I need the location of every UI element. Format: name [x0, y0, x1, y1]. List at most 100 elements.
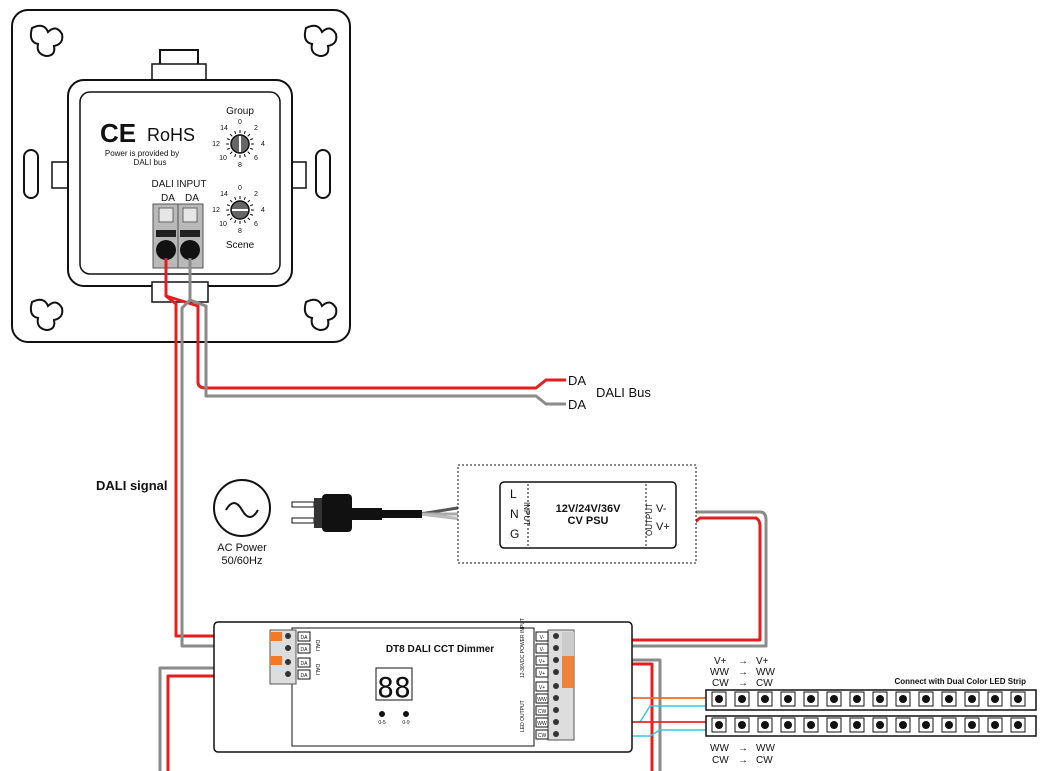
led-chip-dot: [876, 695, 884, 703]
map-src: CW: [712, 755, 729, 766]
psu-input-n: N: [510, 507, 519, 521]
map-src: WW: [710, 743, 729, 754]
psu-subtitle: CV PSU: [568, 515, 609, 527]
power-note-2: DALI bus: [134, 158, 167, 167]
led-chip-dot: [761, 721, 769, 729]
dial-label: 12: [212, 207, 220, 214]
led-chip-dot: [830, 721, 838, 729]
dial-tick: [243, 196, 246, 201]
led-chip-dot: [922, 721, 930, 729]
dial-label: 6: [254, 221, 258, 228]
dial-tick: [226, 147, 231, 150]
dali-terminal-label: DA: [301, 647, 309, 653]
bus-da-top: DA: [568, 373, 586, 388]
dial-label: 12: [212, 141, 220, 148]
dial-tick: [229, 217, 233, 221]
led-chip-dot: [853, 695, 861, 703]
psu-neg-wire: [572, 504, 768, 648]
segment-display: [375, 667, 413, 701]
dial-tick: [247, 151, 251, 155]
dial-label: 4: [261, 207, 265, 214]
wires: [158, 258, 768, 771]
psu-title: 12V/24V/36V: [556, 503, 621, 515]
group-label: Group: [226, 106, 254, 117]
dial-tick: [243, 130, 246, 135]
led-chip-dot: [991, 721, 999, 729]
dial-label: 2: [254, 125, 258, 132]
dial-tick: [243, 153, 246, 158]
map-arrow: →: [738, 678, 748, 689]
power-terminal-label: V+: [539, 671, 545, 677]
dial-tick: [249, 138, 254, 141]
led-chip-dot: [784, 721, 792, 729]
knob-1-label: 0-5: [378, 720, 385, 726]
dali-side-label: DALI: [314, 640, 320, 651]
led-chip-dot: [945, 695, 953, 703]
dial-label: 8: [238, 228, 242, 235]
led-chip-dot: [715, 721, 723, 729]
map-dst: WW: [756, 743, 775, 754]
address-knob-1: [379, 711, 385, 717]
dali-input-label: DALI INPUT: [151, 179, 206, 190]
dial-tick: [226, 213, 231, 216]
led-strip-label: Connect with Dual Color LED Strip: [894, 677, 1026, 686]
dimmer-title: DT8 DALI CCT Dimmer: [386, 644, 494, 655]
dial-tick: [243, 219, 246, 224]
led-chip-dot: [738, 721, 746, 729]
psu-output-pos: V+: [656, 521, 670, 533]
dial-tick: [247, 199, 251, 203]
sine-wave-icon: [225, 502, 259, 518]
map-arrow: →: [738, 755, 748, 766]
segment-display-digits: 88: [377, 671, 411, 704]
psu-input-label: INPUT: [522, 502, 531, 526]
map-dst: V+: [756, 656, 769, 667]
psu-input-g: G: [510, 527, 519, 541]
led-chip-dot: [968, 721, 976, 729]
terminal-label-da: DA: [161, 193, 175, 204]
ac-plug: [291, 494, 422, 532]
map-arrow: →: [738, 743, 748, 754]
power-input-label: 12-36VDC POWER INPUT: [520, 618, 526, 678]
map-dst: CW: [756, 755, 773, 766]
dial-tick: [247, 133, 251, 137]
output-terminal-label: CW: [538, 733, 547, 739]
psu-output-label: OUTPUT: [645, 503, 654, 536]
group-dial[interactable]: [226, 130, 254, 158]
dali-terminal-label: DA: [301, 635, 309, 641]
ce-mark: CE: [100, 118, 136, 148]
dali-terminal-label: DA: [301, 673, 309, 679]
bus-da-bottom: DA: [568, 397, 586, 412]
led-chip-dot: [899, 695, 907, 703]
mounting-hole: [23, 24, 338, 332]
map-src: WW: [710, 667, 729, 678]
dial-label: 6: [254, 155, 258, 162]
power-terminal-label: V-: [540, 635, 545, 641]
led-chip-dot: [807, 721, 815, 729]
output-terminal-label: WW: [537, 697, 547, 703]
map-arrow: →: [738, 667, 748, 678]
psu-input-l: L: [510, 487, 517, 501]
scene-dial[interactable]: [226, 196, 254, 224]
led-chip-dot: [899, 721, 907, 729]
dial-label: 14: [220, 125, 228, 132]
ac-power-label: AC Power: [217, 542, 267, 554]
scene-label: Scene: [226, 240, 255, 251]
dial-tick: [226, 138, 231, 141]
dimmer-unit: [213, 621, 633, 753]
output-terminal-label: CW: [538, 709, 547, 715]
dial-label: 10: [219, 221, 227, 228]
power-note: Power is provided by: [105, 149, 179, 158]
led-chip-dot: [945, 721, 953, 729]
led-chip-dot: [991, 695, 999, 703]
dial-label: 14: [220, 191, 228, 198]
ac-frequency-label: 50/60Hz: [222, 555, 263, 567]
dial-tick: [234, 219, 237, 224]
led-chip-dot: [1014, 695, 1022, 703]
output-terminal-label: WW: [537, 721, 547, 727]
dial-label: 2: [254, 191, 258, 198]
dali-terminal-block: [152, 203, 204, 269]
dial-tick: [234, 196, 237, 201]
dial-tick: [247, 217, 251, 221]
dial-label: 0: [238, 185, 242, 192]
